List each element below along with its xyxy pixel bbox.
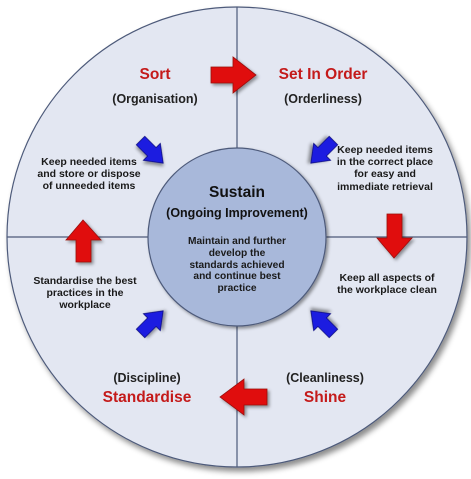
inward-arrow-icon-top-left xyxy=(135,135,164,164)
shine-title: Shine xyxy=(303,389,347,406)
sustain-body-line: develop the xyxy=(208,247,266,259)
sort-note: Keep needed items and store or dispose o… xyxy=(28,156,150,193)
standardise-note-line: workplace xyxy=(59,299,111,312)
set-in-order-note-line: Keep needed items xyxy=(337,144,433,156)
sustain-body: Maintain and further develop the standar… xyxy=(162,236,312,295)
set-in-order-note-line: for easy and xyxy=(354,168,416,181)
standardise-subtitle: (Discipline) xyxy=(113,371,181,385)
sort-note-line: of unneeded items xyxy=(42,180,136,193)
down-arrow-icon xyxy=(376,213,413,259)
standardise-title: Standardise xyxy=(102,389,192,406)
sort-note-line: and store or dispose xyxy=(37,168,141,181)
left-arrow-icon xyxy=(219,378,268,416)
shine-subtitle: (Cleanliness) xyxy=(286,371,364,385)
shine-note-line: the workplace clean xyxy=(337,284,437,297)
inward-arrow-icon-top-right xyxy=(310,135,339,164)
sustain-body-line: practice xyxy=(217,283,257,295)
inward-arrow-icon-bottom-left xyxy=(135,310,164,339)
set-in-order-subtitle: (Orderliness) xyxy=(284,92,362,106)
standardise-note-line: Standardise the best xyxy=(33,275,137,287)
set-in-order-note-line: in the correct place xyxy=(336,156,434,169)
sort-note-line: Keep needed items xyxy=(41,156,137,168)
sustain-subtitle: (Ongoing Improvement) xyxy=(166,206,308,220)
set-in-order-note-line: immediate retrieval xyxy=(337,180,433,193)
set-in-order-title: Set In Order xyxy=(278,66,368,83)
sustain-body-line: Maintain and further xyxy=(188,236,286,247)
sustain-body-line: standards achieved xyxy=(189,259,285,271)
inward-arrow-icon-bottom-right xyxy=(310,310,339,339)
standardise-note: Standardise the best practices in the wo… xyxy=(22,275,148,312)
sort-subtitle: (Organisation) xyxy=(112,92,198,106)
up-arrow-icon xyxy=(65,219,102,263)
sustain-title: Sustain xyxy=(209,184,265,201)
sustain-circle xyxy=(147,147,327,327)
shine-note-line: Keep all aspects of xyxy=(339,272,435,284)
set-in-order-note: Keep needed items in the correct place f… xyxy=(324,144,446,193)
standardise-note-line: practices in the xyxy=(46,287,124,300)
sustain-body-line: and continue best xyxy=(193,271,281,283)
sort-title: Sort xyxy=(139,66,171,83)
shine-note: Keep all aspects of the workplace clean xyxy=(322,272,452,296)
right-arrow-icon xyxy=(210,56,257,94)
